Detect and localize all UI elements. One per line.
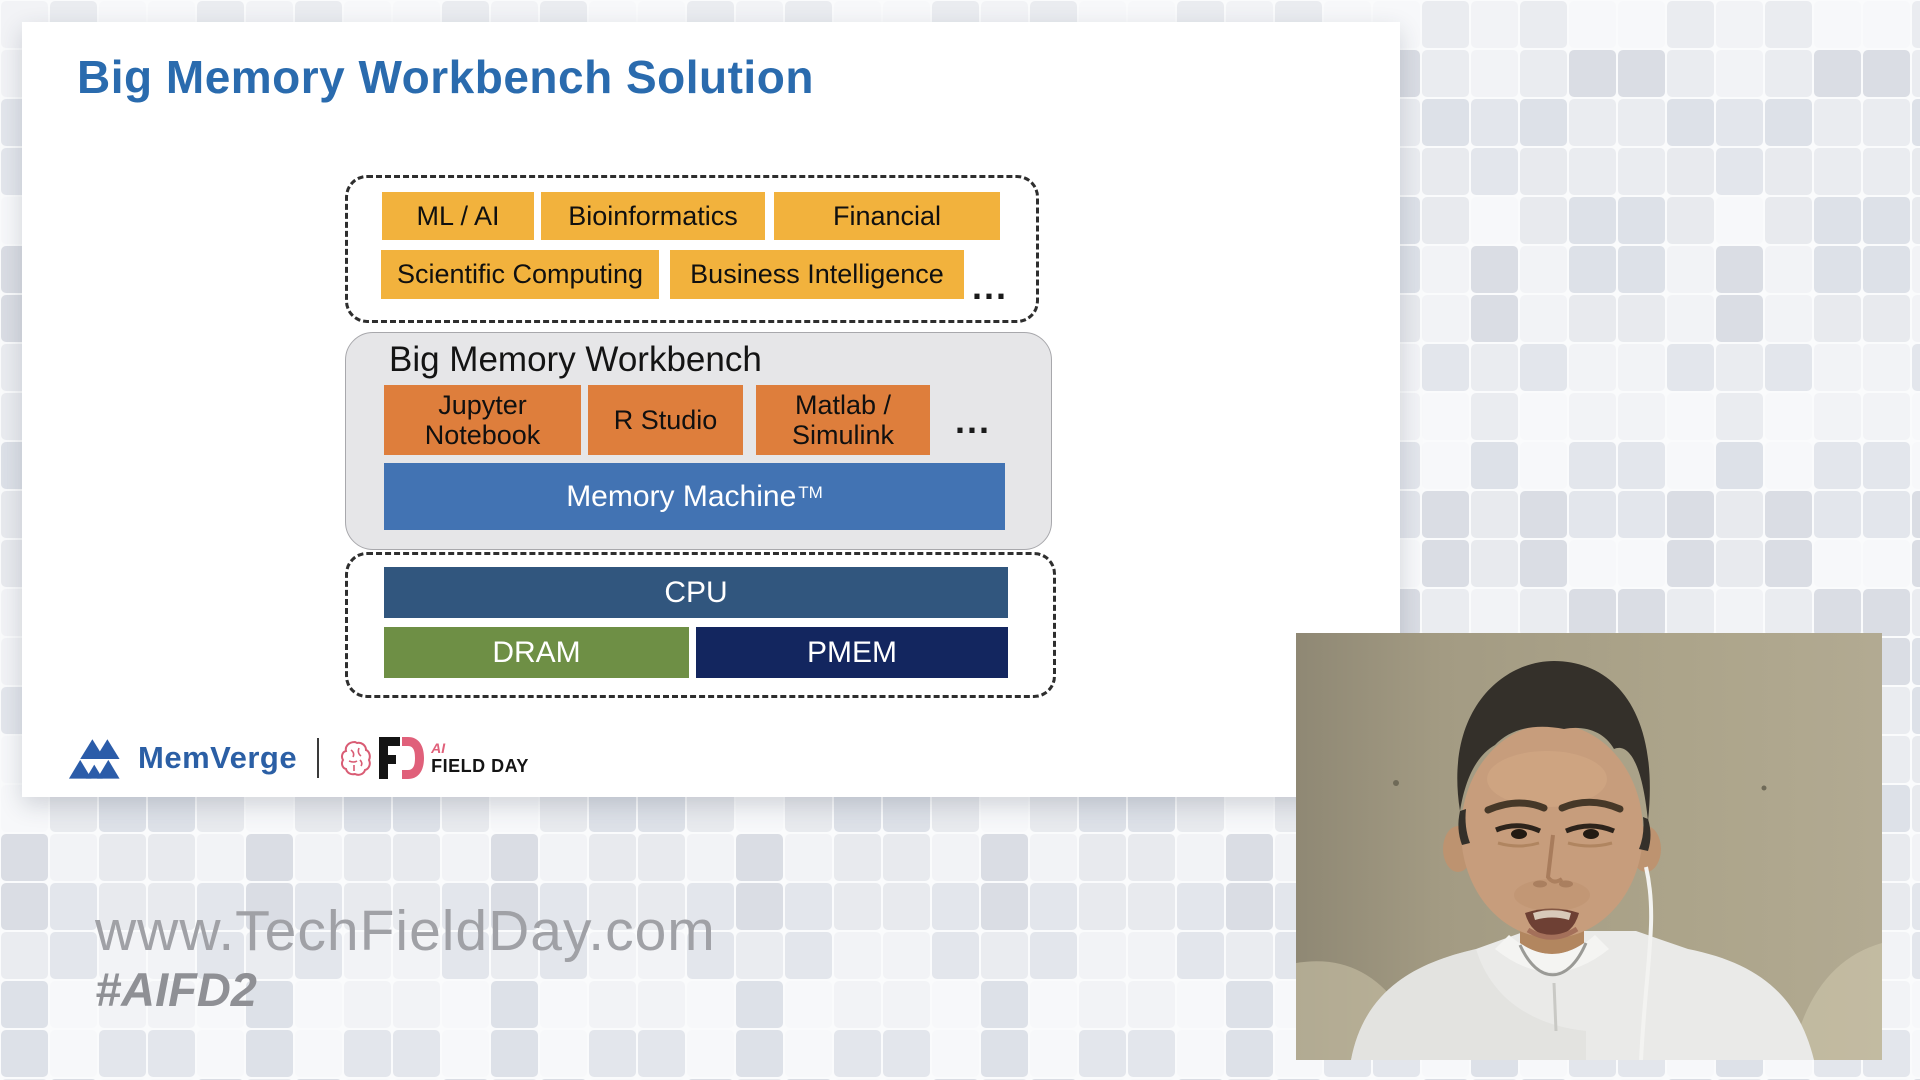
app-box-business-intelligence: Business Intelligence (670, 250, 964, 299)
dram-bar: DRAM (384, 627, 689, 678)
tool-box-r-studio: R Studio (588, 385, 743, 455)
presentation-slide: Big Memory Workbench Solution ML / AI Bi… (22, 22, 1400, 797)
fieldday-name-label: FIELD DAY (431, 755, 529, 776)
app-box-scientific-computing: Scientific Computing (381, 250, 659, 299)
cpu-bar: CPU (384, 567, 1008, 618)
fd-monogram-icon (379, 737, 425, 779)
fieldday-wordmark: AI FIELD DAY (431, 740, 529, 777)
workbench-ellipsis: ... (955, 400, 992, 441)
app-box-financial: Financial (774, 192, 1000, 240)
watermark-url: www.TechFieldDay.com (95, 899, 716, 963)
tool-box-jupyter-notebook: Jupyter Notebook (384, 385, 581, 455)
logo-separator (317, 738, 320, 778)
brain-icon (341, 740, 371, 776)
memverge-wordmark: MemVerge (138, 740, 298, 775)
hardware-group (345, 552, 1056, 698)
slide-title: Big Memory Workbench Solution (77, 51, 814, 103)
workbench-title: Big Memory Workbench (389, 340, 762, 379)
memory-machine-label: Memory Machine (566, 479, 797, 513)
speaker-portrait (1296, 633, 1882, 1060)
applications-group (345, 175, 1039, 323)
watermark-hashtag: #AIFD2 (95, 963, 257, 1016)
slide-footer: MemVerge AI FIELD DAY (68, 728, 529, 788)
pmem-bar: PMEM (696, 627, 1008, 678)
app-box-bioinformatics: Bioinformatics (541, 192, 765, 240)
fieldday-ai-label: AI (431, 739, 446, 756)
memverge-logo-icon (68, 739, 120, 779)
tool-box-matlab-simulink: Matlab / Simulink (756, 385, 930, 455)
app-box-ml-ai: ML / AI (382, 192, 534, 240)
webcam-video (1296, 633, 1882, 1060)
trademark-mark: TM (798, 482, 823, 502)
applications-ellipsis: ... (972, 266, 1009, 307)
